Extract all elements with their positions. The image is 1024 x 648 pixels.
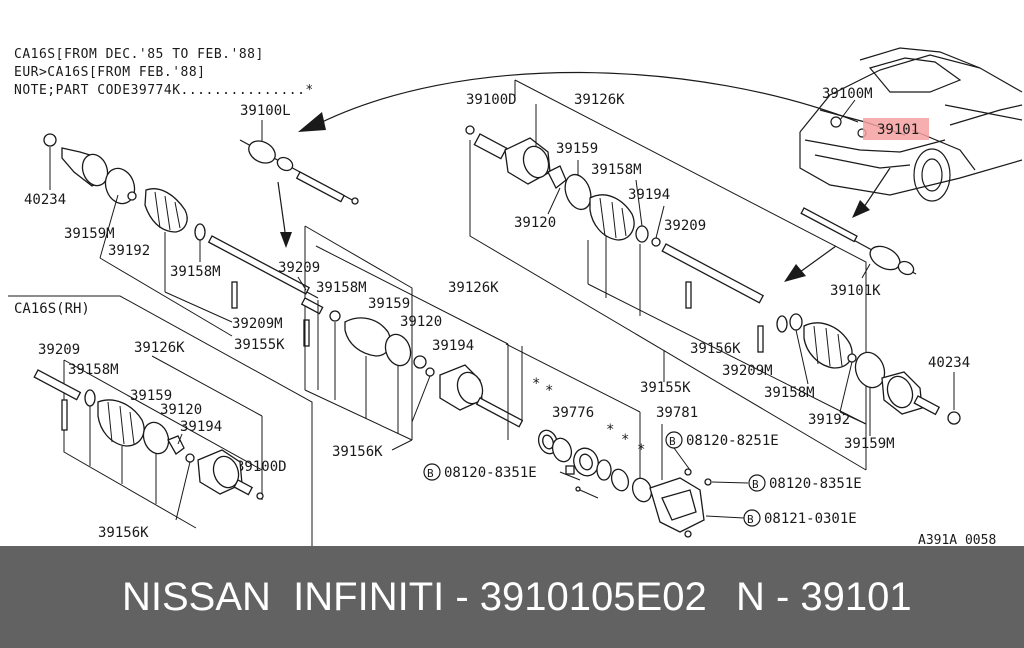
label-39209[interactable]: 39209 [278,260,320,276]
bolt-symbol-1 [423,463,441,481]
label-08121-0301e[interactable]: 08121-0301E [764,511,857,527]
label-39120-mid[interactable]: 39120 [400,314,442,330]
label-39155k-a[interactable]: 39155K [234,337,285,353]
label-rh-39158m[interactable]: 39158M [68,362,119,378]
label-08120-8351e-a[interactable]: 08120-8351E [444,465,537,481]
asterisk-2: * [545,383,553,399]
asterisk-4: * [621,432,629,448]
label-39158m-c[interactable]: 39158M [764,385,815,401]
parts-diagram: CA16S[FROM DEC.'85 TO FEB.'88] EUR>CA16S… [8,47,1023,546]
inner-joint-top [465,125,765,353]
label-39120-top[interactable]: 39120 [514,215,556,231]
label-39192-right[interactable]: 39192 [808,412,850,428]
bracket-39781 [649,468,712,538]
label-39101[interactable]: 39101 [877,122,919,138]
band-39158m-left [194,223,206,241]
label-rh-39194[interactable]: 39194 [180,419,222,435]
label-39155k-b[interactable]: 39155K [640,380,691,396]
label-39126k-top[interactable]: 39126K [574,92,625,108]
asterisk-3: * [606,422,614,438]
bearing-parts [537,429,653,503]
boot-39192-left [144,188,188,233]
bolt-symbol-4-letter: B [747,513,754,526]
rh-shaft-assembly [33,369,264,500]
label-rh-39159[interactable]: 39159 [130,388,172,404]
outer-joint-left [61,147,109,187]
label-39156k-mid[interactable]: 39156K [332,444,383,460]
label-rh-39120[interactable]: 39120 [160,402,202,418]
reference-code: A391A 0058 [918,533,996,546]
banner-diagram-code: N - 39101 [736,575,912,619]
label-39209m-a[interactable]: 39209M [232,316,283,332]
label-39158m-a[interactable]: 39158M [170,264,221,280]
label-39158m-b[interactable]: 39158M [316,280,367,296]
outer-joint-right [776,313,961,425]
target-part-highlight [863,118,929,140]
pin-39209m-mid [303,319,310,347]
label-39194-top[interactable]: 39194 [628,187,670,203]
note-line-1: CA16S[FROM DEC.'85 TO FEB.'88] [14,47,264,62]
label-39100d-top[interactable]: 39100D [466,92,517,108]
label-39100l[interactable]: 39100L [240,103,291,119]
label-08120-8351e-b[interactable]: 08120-8351E [769,476,862,492]
label-39159-top[interactable]: 39159 [556,141,598,157]
arrow-head [298,112,326,132]
curved-arrow [309,71,859,129]
asterisk-1: * [532,376,540,392]
label-39159-mid[interactable]: 39159 [368,296,410,312]
inner-joint-mid [300,297,524,428]
shaft-39101k [800,207,917,276]
label-rh-39156k[interactable]: 39156K [98,525,149,541]
label-rh-39126k[interactable]: 39126K [134,340,185,356]
label-39156k-top[interactable]: 39156K [690,341,741,357]
label-39194-mid[interactable]: 39194 [432,338,474,354]
bolt-symbol-3-letter: B [752,478,759,491]
label-39159m-left[interactable]: 39159M [64,226,115,242]
section-divider [8,295,313,546]
label-39100m[interactable]: 39100M [822,86,873,102]
bolt-symbol-1-letter: B [427,467,434,480]
label-39158m-top[interactable]: 39158M [591,162,642,178]
band-39159m-left [104,167,136,205]
asterisk-5: * [637,442,645,458]
label-40234-left[interactable]: 40234 [24,192,66,208]
label-40234-right[interactable]: 40234 [928,355,970,371]
bolt-symbol-2-letter: B [669,435,676,448]
part-number-banner: NISSAN INFINITI - 3910105E02 N - 39101 [0,546,1024,648]
section-label-ca16s-rh: CA16S(RH) [14,301,90,317]
label-39781[interactable]: 39781 [656,405,698,421]
banner-brand-part-number: NISSAN INFINITI - 3910105E02 [122,575,707,619]
label-39101k[interactable]: 39101K [830,283,881,299]
arrow-down-icon [280,232,292,248]
label-39209-top[interactable]: 39209 [664,218,706,234]
shaft-39100l [239,139,359,205]
shaft-39155k-left [207,235,319,299]
label-39126k-mid[interactable]: 39126K [448,280,499,296]
label-39209m-b[interactable]: 39209M [722,363,773,379]
label-rh-39100d[interactable]: 39100D [236,459,287,475]
label-rh-39209[interactable]: 39209 [38,342,80,358]
pin-39209m-left [231,281,238,309]
bolt-symbol-3 [748,474,766,492]
label-39192-left[interactable]: 39192 [108,243,150,259]
label-08120-8251e[interactable]: 08120-8251E [686,433,779,449]
note-line-2: EUR>CA16S[FROM FEB.'88] [14,65,206,80]
note-line-3: NOTE;PART CODE39774K...............* [14,83,314,98]
label-39159m-right[interactable]: 39159M [844,436,895,452]
part-40234-left [43,133,57,147]
label-39776[interactable]: 39776 [552,405,594,421]
